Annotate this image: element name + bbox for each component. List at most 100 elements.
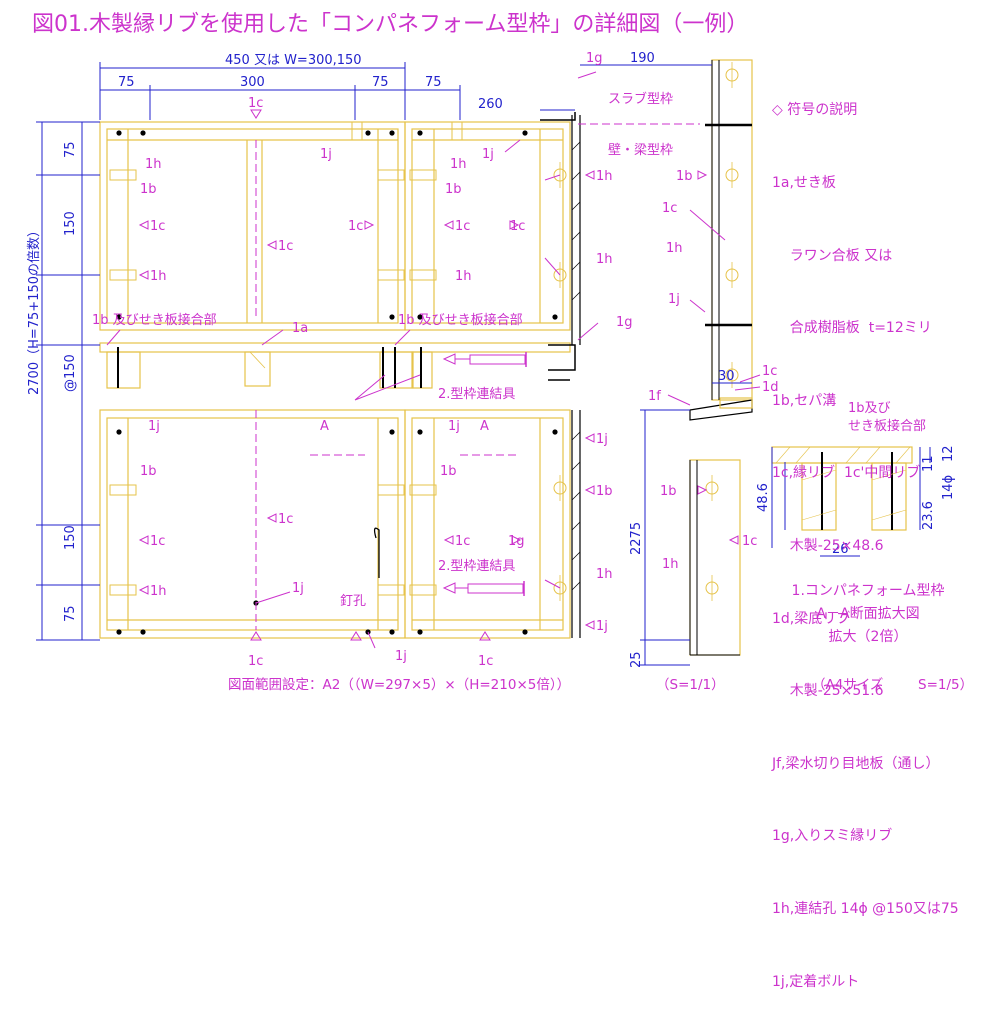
connector-upper [442, 352, 527, 367]
legend-item: Jf,梁水切り目地板（通し） [772, 755, 940, 772]
dim-260: 260 [478, 97, 503, 112]
label-1c-h: 1c [662, 201, 677, 216]
legend-item: 合成樹脂板 t=12ミリ [772, 320, 932, 337]
detail-bolts [821, 452, 893, 530]
label-joint-left: 1b 及びせき板接合部 [92, 312, 217, 328]
label-slab-form: スラブ型枠 [608, 91, 673, 107]
legend-item: 1d,梁底リブ [772, 610, 851, 627]
wall-section-upper-hatch [571, 141, 581, 301]
lower-panel-right [404, 409, 571, 639]
detail-caption: 1.コンパネフォーム型枠 A－A断面拡大図 拡大（2倍） [768, 580, 968, 649]
dimension-lines [36, 62, 931, 666]
legend: ◇ 符号の説明 1a,せき板 ラワン合板 又は 合成樹脂板 t=12ミリ 1b,… [772, 50, 959, 1018]
legend-item: 木製-25×51.6 [772, 683, 884, 700]
corner-brackets [540, 112, 576, 381]
label-1h-i: 1h [666, 241, 683, 256]
label-1h-a: 1h [145, 157, 162, 172]
label-1h-h: 1h [596, 567, 613, 582]
dim-190: 190 [630, 51, 655, 66]
label-connector-lower: 2.型枠連結具 [438, 559, 515, 574]
drawing-title: 図01.木製縁リブを使用した「コンパネフォーム型枠」の詳細図（一例） [32, 12, 749, 37]
label-1c-d: 1c [510, 219, 525, 234]
label-1c-e: 1c [150, 534, 165, 549]
nail-hook [373, 527, 380, 578]
dim-left-total: 2700（H=75+150の倍数） [27, 224, 42, 395]
dim-75b: 75 [372, 75, 389, 90]
caption-line-3: 拡大（2倍） [828, 629, 908, 645]
label-1j-h: 1j [596, 619, 608, 634]
label-1j-c: 1j [148, 419, 160, 434]
label-connector-upper: 2.型枠連結具 [438, 387, 515, 402]
caption-line-2: A－A断面拡大図 [816, 606, 920, 622]
wall-section-lower-hatch [571, 431, 581, 591]
dim-75c: 75 [425, 75, 442, 90]
label-1c-j: 1c [742, 534, 757, 549]
dim-30: 30 [718, 369, 735, 384]
label-detail-joint-2: せき板接合部 [848, 418, 926, 434]
detail-dim-236: 23.6 [921, 501, 936, 530]
label-1c-bottom-a: 1c [248, 654, 263, 669]
caption-line-1: 1.コンパネフォーム型枠 [791, 583, 945, 599]
dim-2275: 2275 [629, 522, 644, 555]
mid-hatch [249, 351, 266, 369]
dim-left-150a: 150 [63, 211, 78, 236]
beam-section-right-lines [689, 60, 740, 656]
legend-item: 1g,入りスミ縁リブ [772, 828, 893, 845]
label-1c-b: 1c [348, 219, 363, 234]
label-1b-d: 1b [440, 464, 457, 479]
dim-left-75b: 75 [63, 605, 78, 622]
legend-item: ラワン合板 又は [772, 247, 893, 264]
label-1h-e: 1h [596, 169, 613, 184]
upper-holes [116, 130, 558, 320]
label-1j-e: 1j [448, 419, 460, 434]
label-1j-i: 1j [668, 292, 680, 307]
dim-300: 300 [240, 75, 265, 90]
detail-drawing: 450 又は W=300,150 75 300 75 75 190 260 30… [27, 51, 956, 669]
beam-marker-axes [559, 62, 733, 601]
label-1c-bottom-b: 1c [478, 654, 493, 669]
label-1j-f: 1j [395, 649, 407, 664]
part-labels: 1c 1h 1b 1c 1h 1c 1j 1c 1h 1b 1c 1h 1j 1… [92, 51, 926, 669]
label-1c-c: 1c [455, 219, 470, 234]
upper-separators [109, 121, 463, 281]
connector-lower [442, 581, 525, 596]
legend-item: 1a,せき板 [772, 175, 836, 191]
lower-holes [116, 429, 558, 635]
detail-dim-14: 14ϕ [941, 475, 956, 500]
label-1b-e: 1b [596, 484, 613, 499]
wall-section-upper [571, 115, 581, 345]
label-1b-g: 1b [660, 484, 677, 499]
detail-hatch [775, 446, 911, 521]
dim-left-150c: 150 [63, 525, 78, 550]
label-1j-b: 1j [482, 147, 494, 162]
label-1c-top: 1c [248, 96, 263, 111]
beam-bolts [705, 123, 752, 327]
label-1h-j: 1h [662, 557, 679, 572]
beam-bottom [689, 397, 753, 421]
label-1g-mid: 1g [616, 315, 633, 330]
section-lines [255, 123, 700, 630]
label-nail-hole: 釘孔 [340, 593, 366, 609]
label-1c-i: 1c [762, 364, 777, 379]
arrow-markers [138, 109, 739, 641]
dim-25: 25 [629, 651, 644, 668]
label-1j-a: 1j [320, 147, 332, 162]
label-section-a-right: A [480, 419, 489, 434]
detail-dim-12: 12 [941, 445, 956, 462]
legend-item: 木製-25×48.6 [772, 537, 884, 554]
label-1b-f: 1b [676, 169, 693, 184]
label-1c-a: 1c [150, 219, 165, 234]
mid-section [99, 342, 571, 389]
label-1c-mid: 1c [278, 239, 293, 254]
label-1h-d: 1h [455, 269, 472, 284]
label-detail-joint-1: 1b及び [848, 401, 891, 416]
label-1j-d: 1j [292, 581, 304, 596]
label-1d: 1d [762, 380, 779, 395]
legend-item: 1j,定着ボルト [772, 973, 860, 990]
wall-section-lower [571, 410, 581, 638]
label-1b-a: 1b [140, 182, 157, 197]
label-wall-beam-form: 壁・梁型枠 [608, 143, 673, 158]
legend-item: 1b,セパ溝 [772, 392, 837, 409]
footer-scale-left: （S=1/1） [656, 677, 725, 693]
dim-left-75a: 75 [63, 141, 78, 158]
